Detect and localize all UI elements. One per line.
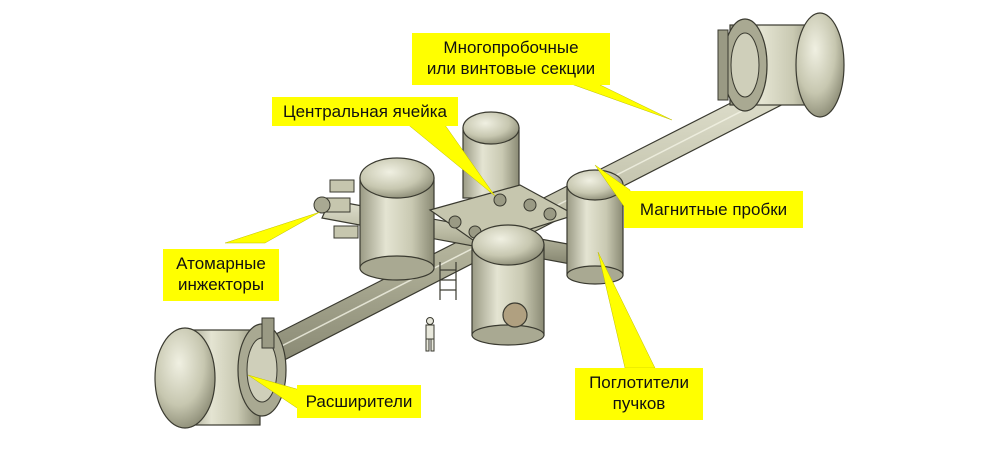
- label-atomic-injectors-line2: инжекторы: [177, 275, 265, 294]
- leader-multi-mirror: [559, 79, 673, 121]
- leader-beam-dumps: [597, 251, 656, 369]
- label-multi-mirror-line2: или винтовые секции: [426, 59, 596, 78]
- label-beam-dumps-line2: пучков: [612, 394, 666, 413]
- tank-right: [566, 169, 624, 285]
- atomic-injector-nozzles: [313, 179, 359, 239]
- label-expanders: Расширители: [297, 385, 421, 418]
- label-multi-mirror-sections: Многопробочные или винтовые секции: [412, 33, 610, 85]
- tank-bottom-center: [471, 224, 545, 346]
- label-beam-dumps: Поглотители пучков: [575, 368, 703, 420]
- label-atomic-injectors: Атомарные инжекторы: [163, 249, 279, 301]
- label-atomic-injectors-line1: Атомарные: [176, 254, 266, 273]
- access-ladder: [439, 262, 457, 300]
- tank-top-center: [462, 111, 520, 199]
- leader-atomic-injectors: [224, 211, 321, 244]
- label-central-cell: Центральная ячейка: [272, 97, 458, 126]
- label-multi-mirror-line1: Многопробочные: [443, 38, 579, 57]
- label-beam-dumps-line1: Поглотители: [589, 373, 689, 392]
- expander-top-right: [717, 12, 845, 118]
- human-figure: [425, 317, 435, 352]
- central-cell-body: [428, 184, 577, 246]
- expander-bottom-left: [154, 317, 287, 429]
- tank-left: [359, 157, 435, 281]
- label-magnetic-mirrors: Магнитные пробки: [624, 191, 803, 228]
